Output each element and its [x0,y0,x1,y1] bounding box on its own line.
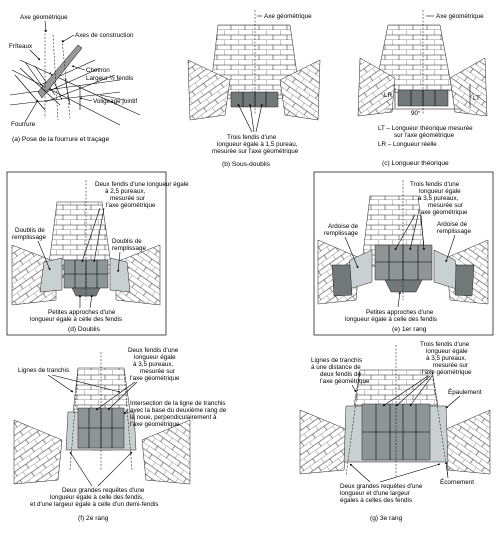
label-e-approches1: Petites approches d'une [366,309,434,316]
label-e-fendis4: mesurée sur [428,202,463,209]
panel-c: Axe géométrique LR LT 90° LT – Longueur … [357,10,488,167]
label-c-lt-def1: LT – Longueur théorique mesurée [378,125,473,132]
frame-d [6,171,167,336]
label-g-tranchis2: à une distance de [311,364,361,371]
label-d-fendis3: mesurée sur [110,195,145,202]
label-g-tranchis3: deux fendis de [320,371,361,378]
label-f-inter4: l'axe géométrique [130,421,180,428]
label-d-fendis4: l'axe géométrique [106,202,156,209]
panel-f: Deux fendis d'une longueur égale à 3,5 p… [13,347,227,522]
label-b-line2: longueur égale à 1,5 pureau, [217,141,298,148]
panel-a: Axe géométrique Axes de construction Frî… [9,14,141,143]
label-a-axe: Axe géométrique [20,14,68,21]
label-a-voligeage: Voligeage jointif [93,98,137,105]
label-e-fendis3: à 3,5 pureaux, [418,195,459,202]
label-f-inter1: Intersection de la ligne de tranchis [130,400,226,407]
caption-f: (f) 2e rang [78,515,109,522]
label-g-requetes3: égales à celles des fendis [340,497,412,504]
label-f-fendis2: longueur égale [134,354,176,361]
label-e-fendis2: longueur égale [419,188,461,195]
label-a-axes-construction: Axes de construction [75,32,134,39]
label-g-fendis5: l'axe géométrique [422,369,472,376]
label-c-lt-def2: sur l'axe géométrique [394,132,455,139]
label-f-inter2: avec la base du deuxième rang de [130,407,227,414]
label-d-doublis-r1: Doublis de [112,238,142,245]
label-c-lr: LR [384,92,393,99]
label-f-fendis1: Deux fendis d'une [128,347,179,354]
frame-e [313,171,494,336]
label-f-fendis3: à 3,5 pureaux, [133,361,174,368]
label-b-line3: mesurée sur l'axe géométrique [212,148,299,155]
label-e-fendis5: l'axe géométrique [418,209,468,216]
label-b-line1: Trois fendis d'une [227,134,277,141]
label-a-fourrure: Fourrure [11,121,36,128]
label-d-doublis-r2: remplissage [112,245,146,252]
label-e-ardoise-l2: remplissage [324,230,358,237]
label-c-angle: 90° [411,109,421,117]
caption-c: (c) Longueur théorique [382,160,449,167]
label-g-fendis1: Trois fendis d'une [420,341,470,348]
panel-g: Trois fendis d'une longueur égale à 3,5 … [299,341,491,522]
label-f-requetes2: longueur égale à celle des fendis, [50,494,144,501]
fourrure-shape [37,44,83,99]
label-f-tranchis: Lignes de tranchis [18,367,69,374]
label-c-axe: Axe géométrique [436,13,484,20]
label-d-fendis2: à 2,5 pureaux, [105,188,146,195]
label-e-approches2: longueur égale à celle des fendis [345,316,437,323]
panel-b: Axe géométrique Trois fendis d'une longu… [187,10,321,168]
label-g-ecornement: Écornement [440,477,474,486]
label-d-fendis1: Deux fendis d'une longueur égale [95,181,189,188]
label-f-fendis4: mesurée sur [140,368,175,375]
label-f-inter3: la noue, perpendiculairement à [130,414,217,421]
label-b-axe: Axe géométrique [264,13,312,20]
label-e-ardoise-r2: remplissage [437,228,471,235]
caption-g: (g) 3e rang [370,515,403,522]
label-d-doublis-l1: Doublis de [15,227,45,234]
label-e-ardoise-l1: Ardoise de [328,223,359,230]
caption-e: (e) 1er rang [392,326,427,333]
label-g-epaulement: Épaulement [448,387,482,396]
label-a-friteaux: Frîteaux [9,43,33,50]
panel-d: Deux fendis d'une longueur égale à 2,5 p… [6,171,189,336]
label-e-ardoise-r1: Ardoise de [437,221,468,228]
label-d-approches1: Petites approches d'une [48,309,116,316]
label-g-requetes1: Deux grandes requêtes d'une [340,483,423,490]
panel-e: Trois fendis d'une longueur égale à 3,5 … [313,171,494,336]
label-g-fendis3: à 3,5 pureaux, [426,355,467,362]
label-g-tranchis1: Lignes de tranchis [311,357,362,364]
label-f-requetes1: Deux grandes requêtes d'une [62,487,145,494]
label-g-requetes2: longueur et d'une largeur [340,490,410,497]
label-g-fendis2: longueur égale [426,348,468,355]
label-f-requetes3: et d'une largeur égale à celle d'un demi… [30,501,158,508]
caption-b: (b) Sous-doublis [222,161,271,168]
label-d-approches2: longueur égale à celle des fendis [30,316,122,323]
label-e-fendis1: Trois fendis d'une [410,181,460,188]
label-a-largeur: Largeur ½ fendis [86,74,133,82]
label-g-tranchis4: l'axe géométrique [320,378,370,385]
label-a-chevron: Chevron [86,67,110,74]
label-g-fendis4: mesurée sur [433,362,468,369]
label-f-fendis5: l'axe géométrique [130,375,180,382]
label-c-lr-def: LR – Longueur réelle [378,141,437,148]
caption-a: (a) Pose de la fourrure et traçage [12,136,109,143]
label-c-lt: LT [473,95,480,102]
caption-d: (d) Doublis [68,326,101,333]
label-d-doublis-l2: remplissage [12,234,46,241]
